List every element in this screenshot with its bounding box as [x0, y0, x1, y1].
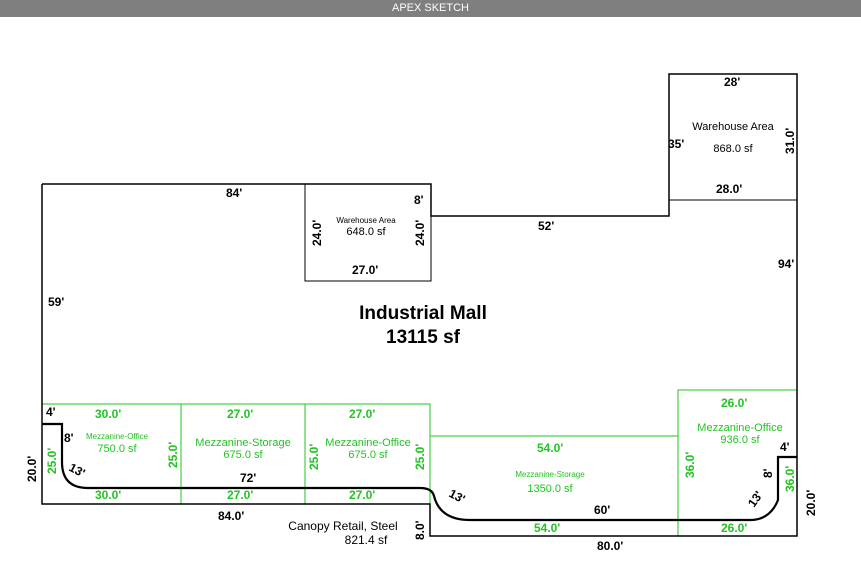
title-bar: APEX SKETCH	[0, 0, 861, 17]
dim-step-left-4: 4'	[46, 405, 56, 419]
mezz-office-3-bottom: 26.0'	[721, 521, 747, 535]
canopy-area: 821.4 sf	[345, 533, 388, 547]
mezz-office-1-right: 25.0'	[166, 442, 180, 468]
warehouse-right-left: 35'	[668, 137, 684, 151]
dim-step-left-8: 8'	[64, 431, 74, 445]
mezz-storage-1-right: 25.0'	[307, 444, 321, 470]
mezz-office-3-area: 936.0 sf	[720, 434, 760, 446]
mezz-office-3-right: 36.0'	[783, 466, 797, 492]
mezz-storage-2-left: 36.0'	[683, 452, 697, 478]
dim-diag-right: 13'	[745, 488, 766, 509]
mezz-office-2-bottom: 27.0'	[349, 488, 375, 502]
dim-canopy-gap: 8.0'	[413, 520, 427, 540]
warehouse-right-name: Warehouse Area	[692, 121, 774, 133]
warehouse-right-top: 28'	[724, 75, 740, 89]
dim-step-right-4: 4'	[780, 440, 790, 454]
mezz-office-1-bottom: 30.0'	[95, 488, 121, 502]
mezz-storage-2-bottom: 54.0'	[534, 521, 560, 535]
canopy-outline	[41, 424, 798, 537]
dim-bottom-right: 80.0'	[597, 539, 623, 553]
mezz-storage-2-top: 54.0'	[537, 441, 563, 455]
mezz-storage-1-top: 27.0'	[227, 407, 253, 421]
warehouse-left-right: 24.0'	[413, 220, 427, 246]
mezz-office-2-top: 27.0'	[349, 407, 375, 421]
mezz-office-1-top: 30.0'	[95, 407, 121, 421]
mezz-storage-2-area: 1350.0 sf	[527, 483, 573, 495]
mezz-office-2-area: 675.0 sf	[348, 449, 388, 461]
warehouse-left-bottom: 27.0'	[352, 263, 378, 277]
warehouse-right-area: 868.0 sf	[713, 143, 753, 155]
app-title: APEX SKETCH	[391, 2, 470, 14]
mezz-office-1-area: 750.0 sf	[97, 443, 137, 455]
dim-top-mid: 52'	[538, 219, 554, 233]
dim-right-small: 20.0'	[804, 490, 818, 516]
mezz-office-1-left: 25.0'	[45, 448, 59, 474]
warehouse-left-outline	[304, 183, 432, 282]
warehouse-left-left: 24.0'	[310, 220, 324, 246]
inner-wall-line	[42, 422, 797, 522]
dim-left-small: 20.0'	[25, 456, 39, 482]
building-outline	[41, 73, 798, 457]
main-area-name: Industrial Mall	[359, 303, 487, 324]
dim-bottom-inner: 60'	[594, 503, 610, 517]
mezz-storage-1-bottom: 27.0'	[227, 488, 253, 502]
dim-bottom-left: 84.0'	[218, 509, 244, 523]
mezz-storage-1-name: Mezzanine-Storage	[195, 437, 290, 449]
dim-step-right-8: 8'	[761, 468, 775, 478]
warehouse-left-name: Warehouse Area	[336, 216, 396, 225]
mezz-office-2-right: 25.0'	[413, 444, 427, 470]
dim-bottom-mid: 72'	[240, 471, 256, 485]
mezz-office-2-name: Mezzanine-Office	[325, 437, 410, 449]
mezz-storage-2-name: Mezzanine-Storage	[515, 470, 585, 479]
warehouse-left-top: 8'	[414, 193, 424, 207]
main-area-size: 13115 sf	[386, 327, 461, 348]
mezz-office-3-top: 26.0'	[721, 396, 747, 410]
dim-top-left: 84'	[226, 186, 242, 200]
dim-diag-mid: 13'	[447, 486, 468, 506]
dim-right: 94'	[778, 257, 794, 271]
mezz-storage-1-area: 675.0 sf	[223, 449, 263, 461]
mezz-office-3-name: Mezzanine-Office	[697, 422, 782, 434]
mezz-office-1-name: Mezzanine-Office	[86, 432, 149, 441]
warehouse-left-area: 648.0 sf	[346, 226, 386, 238]
warehouse-right-bottom: 28.0'	[716, 182, 742, 196]
dim-left: 59'	[48, 295, 64, 309]
warehouse-right-right: 31.0'	[783, 128, 797, 154]
dim-diag-left: 13'	[67, 460, 88, 480]
canopy-name: Canopy Retail, Steel	[288, 519, 397, 533]
